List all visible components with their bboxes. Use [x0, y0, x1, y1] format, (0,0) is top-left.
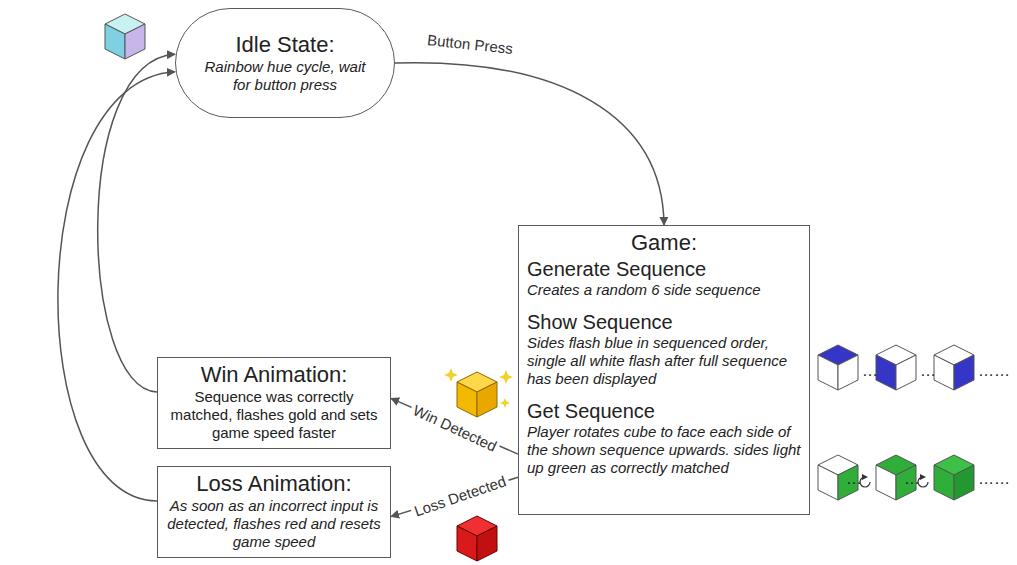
- idle-cube: [105, 14, 145, 59]
- game-box: Game:Generate SequenceCreates a random 6…: [518, 225, 810, 515]
- idle-state-pill: Idle State:Rainbow hue cycle, wait for b…: [175, 8, 395, 118]
- green-cube-sequence: [818, 455, 974, 500]
- node-text: Creates a random 6 side sequence: [527, 281, 801, 299]
- sparkles: [444, 368, 513, 408]
- edge-label: Loss Detected: [409, 471, 511, 520]
- flow-arrow: [395, 63, 664, 225]
- node-text: Sequence was correctly matched, flashes …: [166, 388, 382, 442]
- ellipsis-label: …: [846, 470, 862, 488]
- node-text: Rainbow hue cycle, wait for button press: [194, 58, 376, 94]
- node-text: Get Sequence: [527, 400, 801, 423]
- node-title: Idle State:: [235, 32, 334, 58]
- flow-arrow: [98, 54, 175, 392]
- red-cube: [457, 516, 497, 561]
- node-title: Win Animation:: [166, 362, 382, 388]
- node-text: Show Sequence: [527, 311, 801, 334]
- node-text: Player rotates cube to face each side of…: [527, 423, 801, 477]
- node-title: Game:: [527, 230, 801, 256]
- ellipsis-label: …: [862, 362, 878, 380]
- node-text: As soon as an incorrect input is detecte…: [166, 497, 382, 551]
- blue-cube-sequence: [818, 345, 974, 390]
- loss-animation-box: Loss Animation:As soon as an incorrect i…: [157, 466, 391, 558]
- node-text: Sides flash blue in sequenced order, sin…: [527, 334, 801, 388]
- edge-label: Button Press: [423, 31, 516, 58]
- node-title: Loss Animation:: [166, 471, 382, 497]
- node-text: Generate Sequence: [527, 258, 801, 281]
- ellipsis-label: …: [904, 470, 920, 488]
- win-animation-box: Win Animation:Sequence was correctly mat…: [157, 357, 391, 449]
- ellipsis-label: …: [920, 362, 936, 380]
- ellipsis-label: ……: [978, 362, 1010, 380]
- gold-cube: [457, 372, 497, 417]
- ellipsis-label: ……: [978, 470, 1010, 488]
